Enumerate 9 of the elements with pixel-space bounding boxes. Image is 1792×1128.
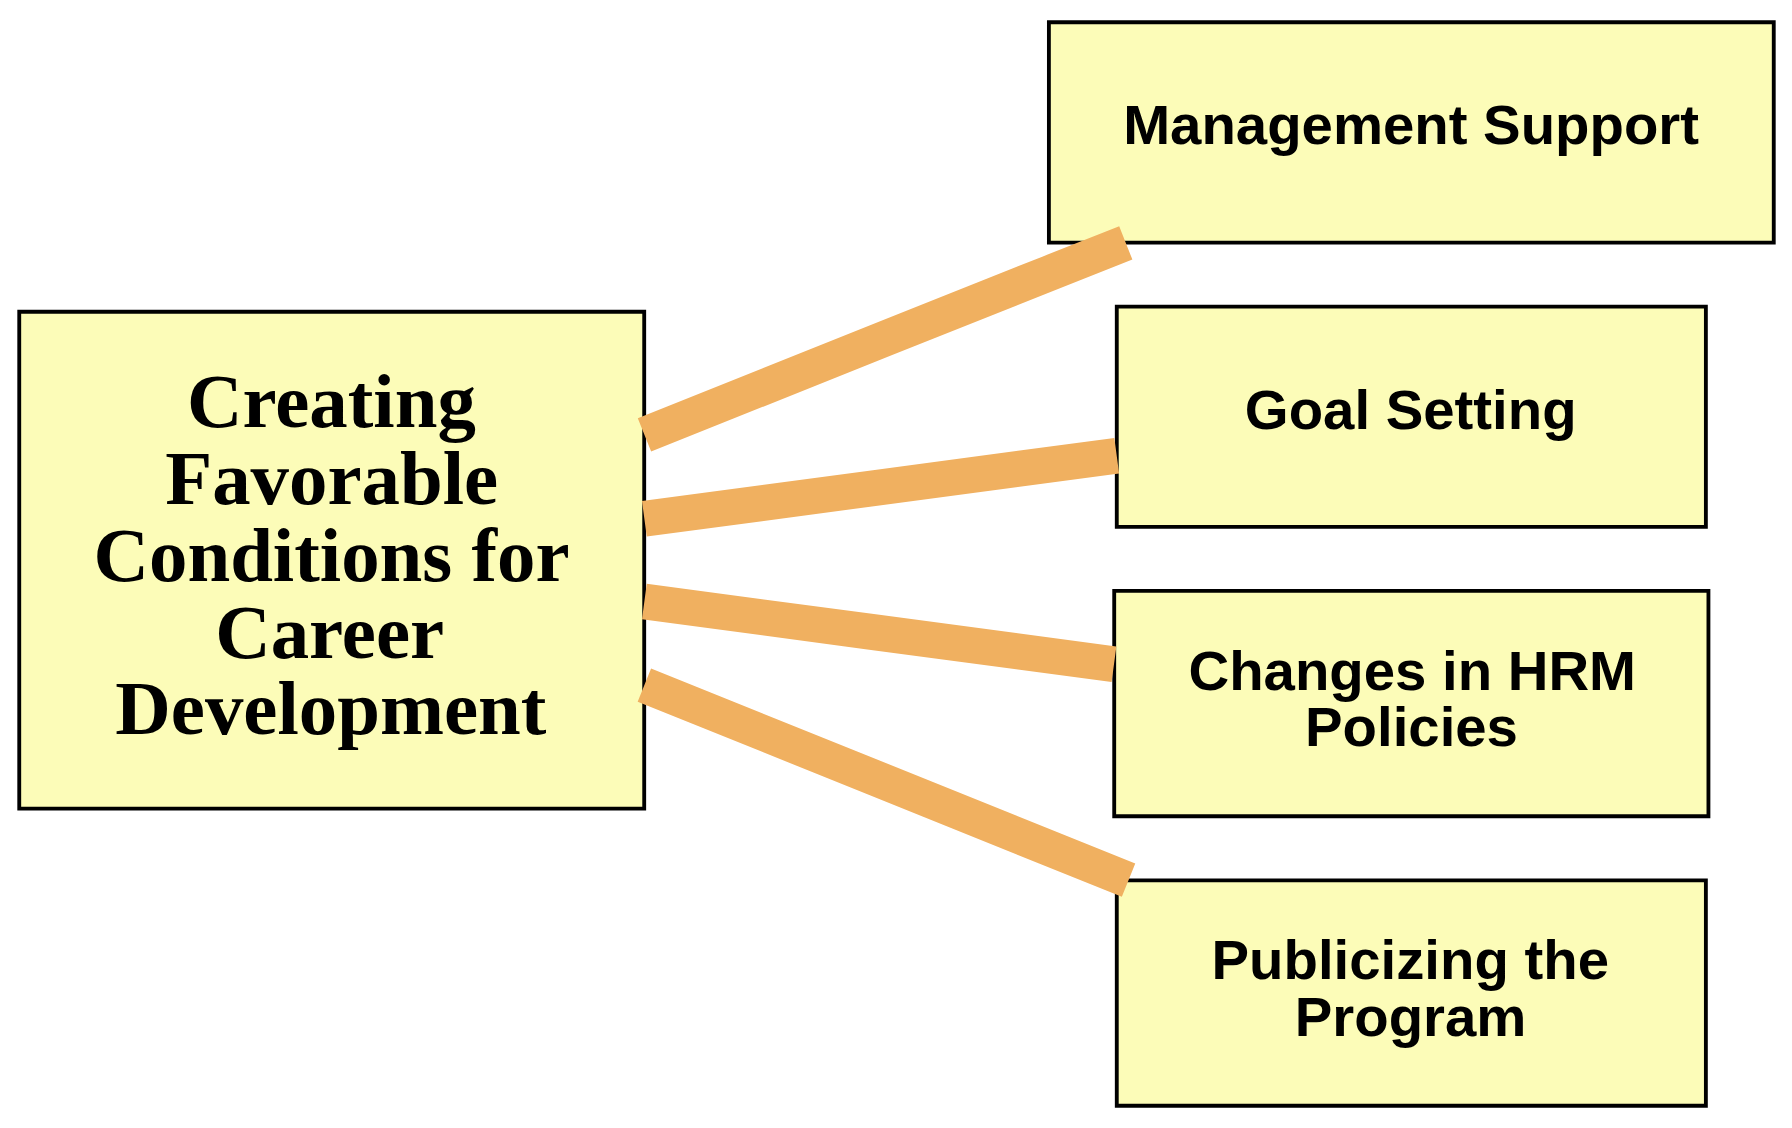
node-box: Goal Setting: [1114, 304, 1708, 529]
connector: [641, 583, 1116, 683]
node-box: Changes in HRM Policies: [1111, 588, 1710, 819]
node-box: Publicizing the Program: [1114, 878, 1708, 1108]
node-box: Management Support: [1046, 20, 1776, 245]
node-box: Creating Favorable Conditions for Career Development: [16, 309, 646, 811]
connector: [637, 226, 1132, 452]
connector: [637, 668, 1135, 897]
connector: [641, 437, 1119, 537]
